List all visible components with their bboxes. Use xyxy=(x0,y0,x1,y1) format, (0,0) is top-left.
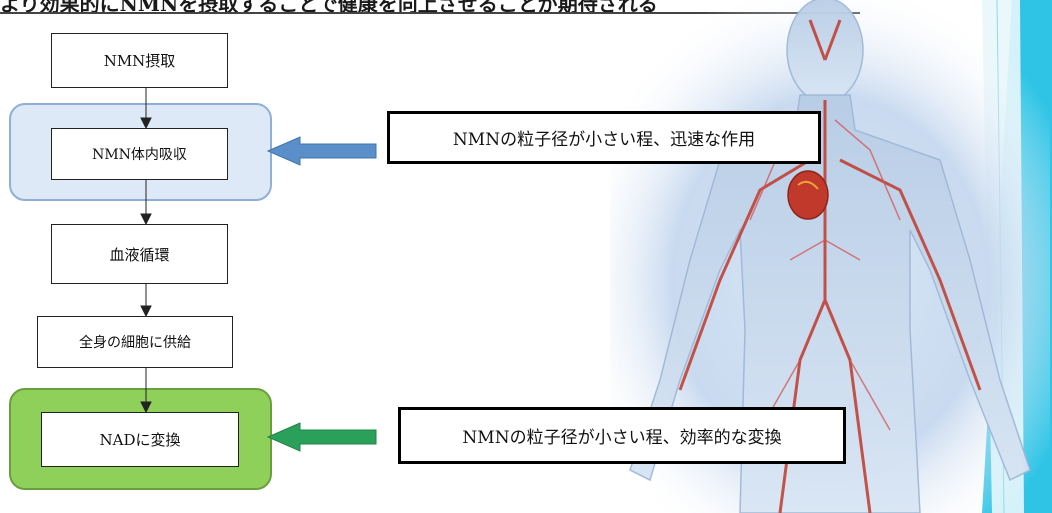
absorption-note: NMNの粒子径が小さい程、迅速な作用 xyxy=(387,111,821,164)
arrow-down-icon xyxy=(140,117,152,130)
flow-step-nmn-intake: NMN摂取 xyxy=(51,33,228,88)
flow-step-nad-conversion: NADに変換 xyxy=(41,412,239,467)
flow-step-cell-supply: 全身の細胞に供給 xyxy=(37,316,233,368)
page-heading: より効果的にNMNを摂取することで健康を向上させることが期待される xyxy=(0,0,860,14)
arrow-down-icon xyxy=(140,305,152,318)
flow-step-nmn-absorption: NMN体内吸収 xyxy=(51,128,228,180)
flow-step-blood-circulation: 血液循環 xyxy=(51,224,228,284)
arrow-down-icon xyxy=(140,401,152,414)
green-left-arrow-icon xyxy=(266,422,377,452)
arrow-down-icon xyxy=(140,213,152,226)
conversion-note: NMNの粒子径が小さい程、効率的な変換 xyxy=(398,407,846,464)
blue-left-arrow-icon xyxy=(266,136,377,166)
